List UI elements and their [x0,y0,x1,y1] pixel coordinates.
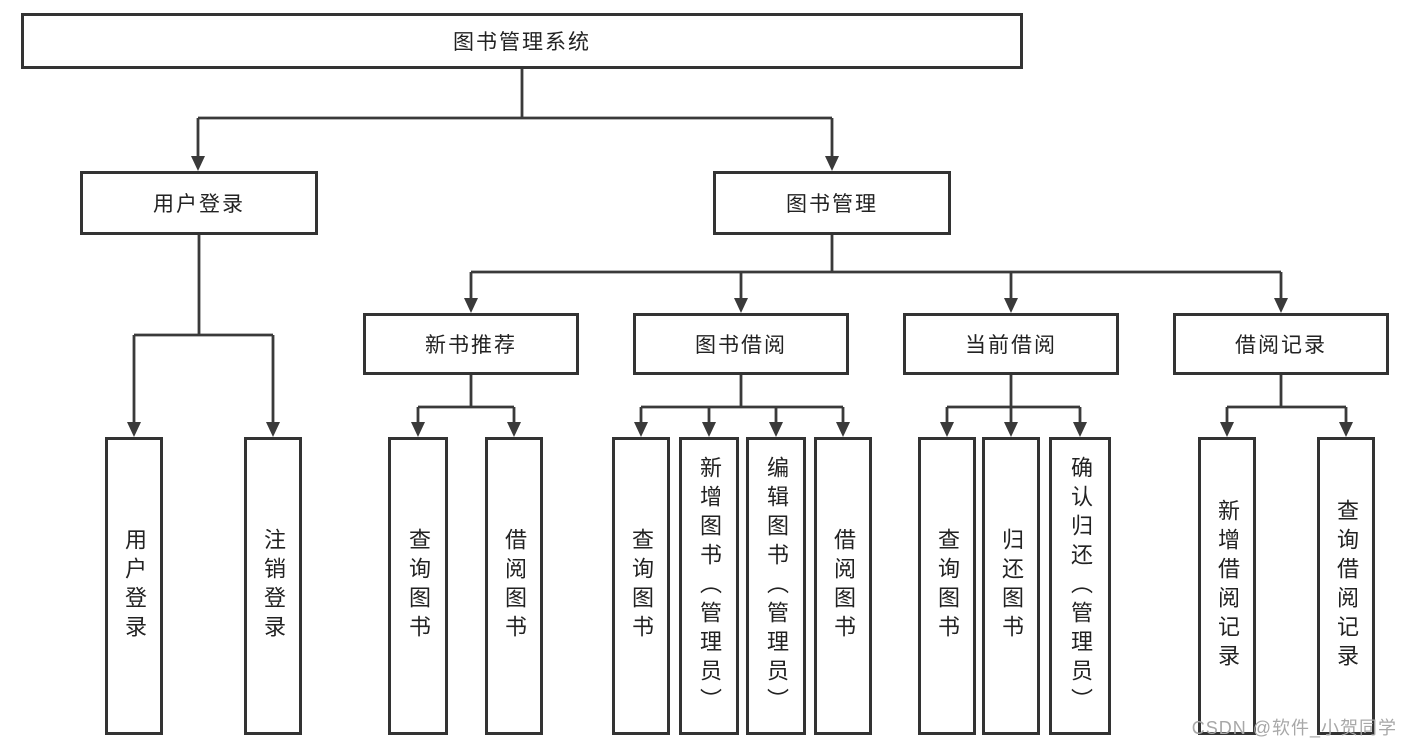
node-label: 归还图书 [999,528,1024,644]
leaf-borrow-books-borrowing: 借阅图书 [814,437,872,735]
leaf-query-borrow-record: 查询借阅记录 [1317,437,1375,735]
node-label: 用户登录 [122,528,147,644]
node-label: 注销登录 [261,528,286,644]
node-label: 借阅图书 [502,528,527,644]
leaf-user-login: 用户登录 [105,437,163,735]
node-label: 编辑图书（管理员） [764,455,789,717]
node-label: 借阅图书 [831,528,856,644]
node-label: 当前借阅 [965,334,1057,357]
node-label: 确认归还（管理员） [1068,455,1093,717]
node-label: 新书推荐 [425,334,517,357]
node-label: 图书借阅 [695,334,787,357]
leaf-add-borrow-record: 新增借阅记录 [1198,437,1256,735]
node-label: 查询借阅记录 [1334,499,1359,673]
node-label: 查询图书 [629,528,654,644]
node-label: 查询图书 [406,528,431,644]
leaf-borrow-books-recommend: 借阅图书 [485,437,543,735]
node-label: 用户登录 [153,193,245,216]
node-new-book-recommendation: 新书推荐 [363,313,579,375]
csdn-watermark: CSDN @软件_小贺同学 [1191,718,1397,738]
leaf-query-books-borrowing: 查询图书 [612,437,670,735]
node-borrowing-records: 借阅记录 [1173,313,1389,375]
node-current-borrowing: 当前借阅 [903,313,1119,375]
node-root-library-system: 图书管理系统 [21,13,1023,69]
node-label: 新增借阅记录 [1215,499,1240,673]
leaf-add-book-admin: 新增图书（管理员） [679,437,739,735]
leaf-query-books-recommend: 查询图书 [388,437,448,735]
node-label: 图书管理 [786,193,878,216]
leaf-edit-book-admin: 编辑图书（管理员） [746,437,806,735]
leaf-confirm-return-admin: 确认归还（管理员） [1049,437,1111,735]
node-label: 图书管理系统 [453,31,591,54]
leaf-query-books-current: 查询图书 [918,437,976,735]
node-label: 查询图书 [935,528,960,644]
node-book-management: 图书管理 [713,171,951,235]
node-label: 借阅记录 [1235,334,1327,357]
leaf-logout: 注销登录 [244,437,302,735]
leaf-return-book: 归还图书 [982,437,1040,735]
node-user-login: 用户登录 [80,171,318,235]
node-label: 新增图书（管理员） [697,455,722,717]
node-book-borrowing: 图书借阅 [633,313,849,375]
